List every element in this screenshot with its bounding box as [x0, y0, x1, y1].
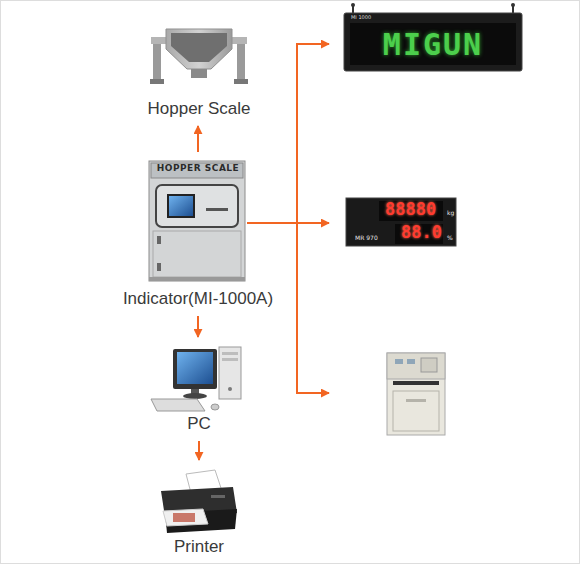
signal-arrow [197, 126, 199, 152]
printer-illustration [161, 470, 237, 533]
device-node: Printer [146, 467, 252, 557]
indicator-cabinet-part [157, 263, 161, 271]
printer-illustration-part [211, 495, 225, 498]
slip-printer-illustration-part [393, 381, 439, 385]
signal-arrow [197, 316, 199, 337]
slip-printer-illustration-part [387, 353, 445, 379]
pc-illustration [151, 347, 241, 411]
pc-illustration-part [173, 349, 217, 389]
printer-illustration-part [163, 509, 208, 526]
device-node: 88880 kg MR 970 88.0% [333, 196, 459, 250]
cabinet-header: HOPPER SCALE [149, 163, 247, 174]
led-display-illustration-part [511, 3, 515, 7]
hopper-illustration-part [153, 41, 161, 81]
hopper-illustration-part [234, 79, 248, 84]
slip-printer-illustration-part [393, 391, 439, 431]
numeric-display-illustration [346, 198, 456, 246]
pc-illustration-part [228, 387, 232, 391]
device-label: PC [187, 414, 211, 434]
led-display-illustration-part [351, 3, 355, 7]
model-tag: MI 1000 [351, 14, 371, 20]
indicator-cabinet-part [206, 208, 228, 211]
slip-printer-illustration-part [395, 359, 403, 364]
pc-illustration-part [219, 347, 241, 399]
hopper-illustration [150, 29, 248, 84]
device-label: Printer [174, 537, 224, 557]
device-label: Hopper Scale [147, 99, 250, 119]
slip-printer-illustration-part [387, 353, 445, 435]
indicator-cabinet [149, 161, 245, 281]
indicator-cabinet-part [167, 194, 195, 218]
indicator-cabinet-part [156, 185, 238, 227]
model-tag: MR 970 [355, 234, 378, 241]
led-display-illustration-part [350, 23, 516, 65]
signal-arrow [198, 441, 200, 460]
led-display-illustration [344, 3, 522, 71]
numeric-display-illustration-part [395, 224, 443, 244]
indicator-cabinet-part [157, 236, 161, 244]
hopper-illustration-part [191, 69, 207, 78]
pc-illustration-part [222, 352, 238, 355]
slip-printer-illustration-part [421, 358, 437, 372]
numeric-display-illustration-part [346, 198, 456, 246]
unit-label: kg [447, 209, 454, 216]
signal-arrow [247, 222, 329, 224]
indicator-cabinet-part [149, 277, 245, 281]
slip-printer-illustration-part [407, 359, 415, 364]
device-node: Hopper Scale [146, 27, 252, 119]
signal-arrow [247, 44, 329, 223]
pc-illustration-part [151, 399, 205, 411]
slip-printer-illustration [387, 353, 445, 435]
weight-digits: 88880 [385, 200, 436, 218]
device-node: PC [149, 344, 249, 434]
led-display-illustration-part [344, 13, 522, 71]
hopper-illustration-part [150, 79, 164, 84]
led-message: MIGUN [350, 25, 516, 65]
signal-arrow [247, 223, 329, 393]
hopper-illustration-part [237, 41, 245, 81]
pc-illustration-part [177, 352, 213, 384]
pc-illustration-part [183, 393, 207, 399]
printer-illustration-part [173, 513, 195, 522]
device-node: HOPPER SCALEIndicator(MI-1000A) [149, 159, 247, 309]
indicator-cabinet-part [149, 161, 245, 281]
device-node: MI 1000MIGUN [333, 9, 525, 75]
numeric-display-illustration-part [379, 201, 443, 221]
pc-illustration-part [211, 404, 219, 410]
hopper-illustration-part [166, 29, 232, 69]
hopper-illustration-part [171, 33, 227, 62]
device-node [333, 349, 449, 439]
slip-printer-illustration-part [406, 399, 426, 402]
device-label: Indicator(MI-1000A) [123, 289, 273, 309]
percent-digits: 88.0 [401, 223, 442, 241]
indicator-cabinet-part [153, 231, 241, 277]
unit-label: % [447, 234, 453, 241]
pc-illustration-part [222, 358, 238, 361]
indicator-cabinet-part [169, 196, 193, 216]
